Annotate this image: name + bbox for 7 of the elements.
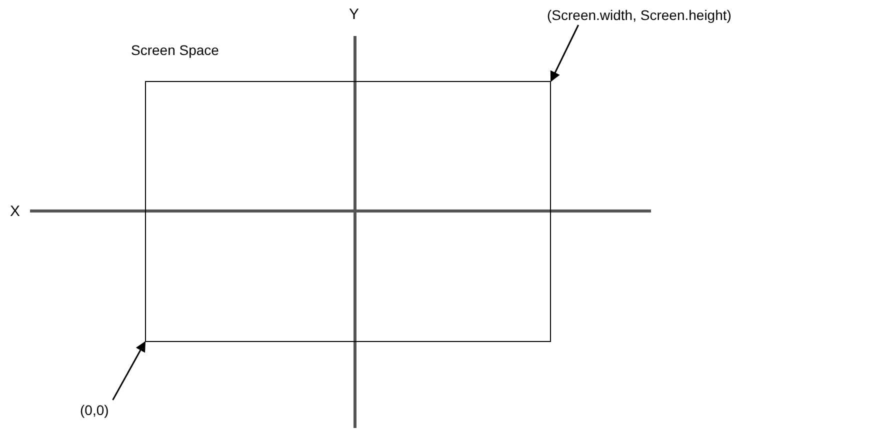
- heading: Screen Space: [131, 42, 219, 58]
- leader-arrow: [112, 341, 146, 400]
- coordinate-label: (Screen.width, Screen.height): [547, 7, 732, 23]
- axis-label: Y: [349, 6, 360, 23]
- leader-arrow: [550, 24, 580, 82]
- coordinate-label: (0,0): [80, 402, 109, 418]
- axis-label: X: [10, 203, 20, 220]
